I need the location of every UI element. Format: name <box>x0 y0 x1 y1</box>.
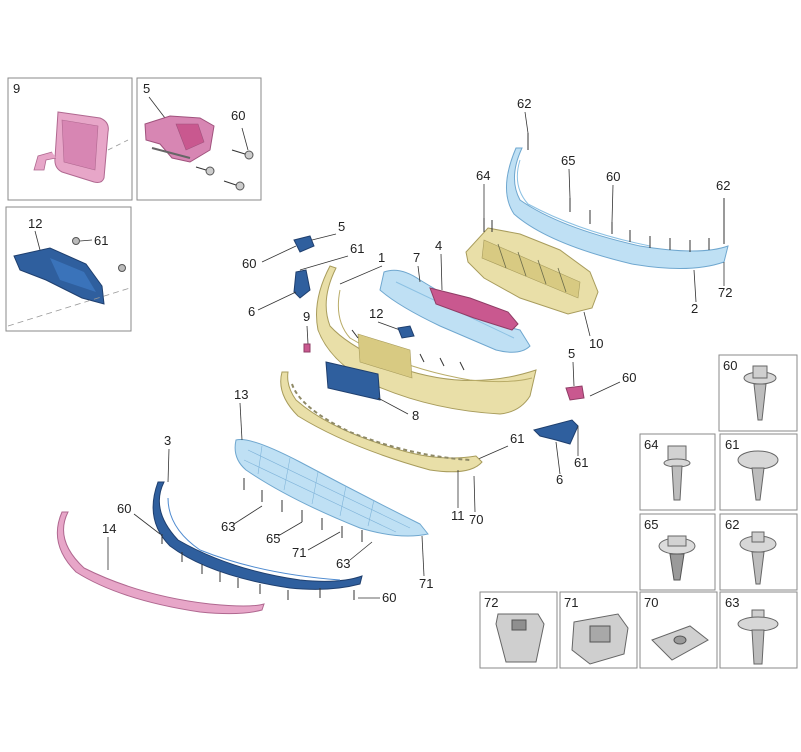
callout-13: 13 <box>234 387 248 402</box>
callout-63-b: 63 <box>336 556 350 571</box>
bracket-part-6-right[interactable] <box>533 419 579 445</box>
bracket-part-6-left[interactable] <box>293 269 311 299</box>
plate-bracket-part-8[interactable] <box>325 361 381 401</box>
callout-3: 3 <box>164 433 171 448</box>
callout-11: 11 <box>451 508 465 523</box>
legend-label-60: 60 <box>723 358 737 373</box>
trim-strip-part-14[interactable] <box>56 511 265 615</box>
inset-panel-12[interactable]: 12 61 <box>5 206 132 332</box>
speed-nut-icon <box>651 625 709 661</box>
callout-63-a: 63 <box>221 519 235 534</box>
callout-71-right: 71 <box>419 576 433 591</box>
callout-60-lower-left: 60 <box>117 501 131 516</box>
callout-60-right: 60 <box>622 370 636 385</box>
callout-2: 2 <box>691 301 698 316</box>
trim-cover-small <box>303 343 311 353</box>
inset-panel-9[interactable]: 9 <box>7 77 133 201</box>
callout-9-main: 9 <box>303 309 310 324</box>
grille-part-13[interactable] <box>234 438 429 542</box>
lower-frame-part-11[interactable] <box>280 371 483 473</box>
legend-label-63: 63 <box>725 595 739 610</box>
callout-64: 64 <box>476 168 490 183</box>
callout-71-lower: 71 <box>292 545 306 560</box>
callout-60-inset: 60 <box>231 108 245 123</box>
callout-60-upper-left: 60 <box>242 256 256 271</box>
legend-65[interactable]: 65 <box>639 513 716 591</box>
callout-8: 8 <box>412 408 419 423</box>
legend-label-70: 70 <box>644 595 658 610</box>
callout-10: 10 <box>589 336 603 351</box>
legend-61[interactable]: 61 <box>719 433 798 511</box>
legend-label-64: 64 <box>644 437 658 452</box>
callout-14: 14 <box>102 521 116 536</box>
legend-71[interactable]: 71 <box>559 591 638 669</box>
bracket-part-5-left[interactable] <box>293 235 315 253</box>
callout-6-right: 6 <box>556 472 563 487</box>
callout-61-inset: 61 <box>94 233 108 248</box>
legend-72[interactable]: 72 <box>479 591 558 669</box>
callout-62-right: 62 <box>716 178 730 193</box>
screw-icon <box>195 166 215 176</box>
callout-65-top: 65 <box>561 153 575 168</box>
legend-60[interactable]: 60 <box>718 354 798 432</box>
callout-12-inset: 12 <box>28 216 42 231</box>
callout-61-right: 61 <box>510 431 524 446</box>
callout-7: 7 <box>413 250 420 265</box>
callout-70-main: 70 <box>469 512 483 527</box>
bracket-part-5-right <box>565 385 585 401</box>
pan-head-screw-icon <box>737 450 779 501</box>
legend-label-71: 71 <box>564 595 578 610</box>
legend-64[interactable]: 64 <box>639 433 716 511</box>
flange-screw-icon <box>743 365 777 421</box>
callout-5-upper: 5 <box>338 219 345 234</box>
legend-63[interactable]: 63 <box>719 591 798 669</box>
callout-9-inset: 9 <box>13 81 20 96</box>
legend-label-61: 61 <box>725 437 739 452</box>
legend-label-65: 65 <box>644 517 658 532</box>
callout-4: 4 <box>435 238 442 253</box>
screw-icon <box>72 237 80 245</box>
callout-6-left: 6 <box>248 304 255 319</box>
callout-60-bottom: 60 <box>382 590 396 605</box>
legend-label-72: 72 <box>484 595 498 610</box>
callout-72-right: 72 <box>718 285 732 300</box>
bolt-washer-icon <box>737 609 779 665</box>
deflector-small <box>397 325 415 339</box>
reinforcement-part-2[interactable] <box>505 133 729 269</box>
hex-bolt-icon <box>663 445 691 501</box>
callout-12-main: 12 <box>369 306 383 321</box>
push-clip-icon <box>658 535 696 581</box>
callout-62-top: 62 <box>517 96 531 111</box>
washer-screw-icon <box>739 531 777 585</box>
callout-60-top: 60 <box>606 169 620 184</box>
callout-1: 1 <box>378 250 385 265</box>
carrier-part-10[interactable] <box>465 218 599 315</box>
callout-65-lower: 65 <box>266 531 280 546</box>
screw-icon <box>118 264 126 272</box>
callout-5-right: 5 <box>568 346 575 361</box>
legend-62[interactable]: 62 <box>719 513 798 591</box>
clip-nut-icon <box>571 613 629 665</box>
inset-panel-5[interactable]: 5 60 <box>136 77 262 201</box>
callout-5-inset: 5 <box>143 81 150 96</box>
legend-70[interactable]: 70 <box>639 591 718 669</box>
screw-icon <box>223 180 245 191</box>
callout-61-right-low: 61 <box>574 455 588 470</box>
legend-label-62: 62 <box>725 517 739 532</box>
callout-61-upper: 61 <box>350 241 364 256</box>
screw-icon <box>231 149 254 160</box>
spoiler-part-3[interactable] <box>152 481 363 600</box>
cage-nut-icon <box>495 613 545 663</box>
bracket-part-4[interactable] <box>429 287 519 331</box>
